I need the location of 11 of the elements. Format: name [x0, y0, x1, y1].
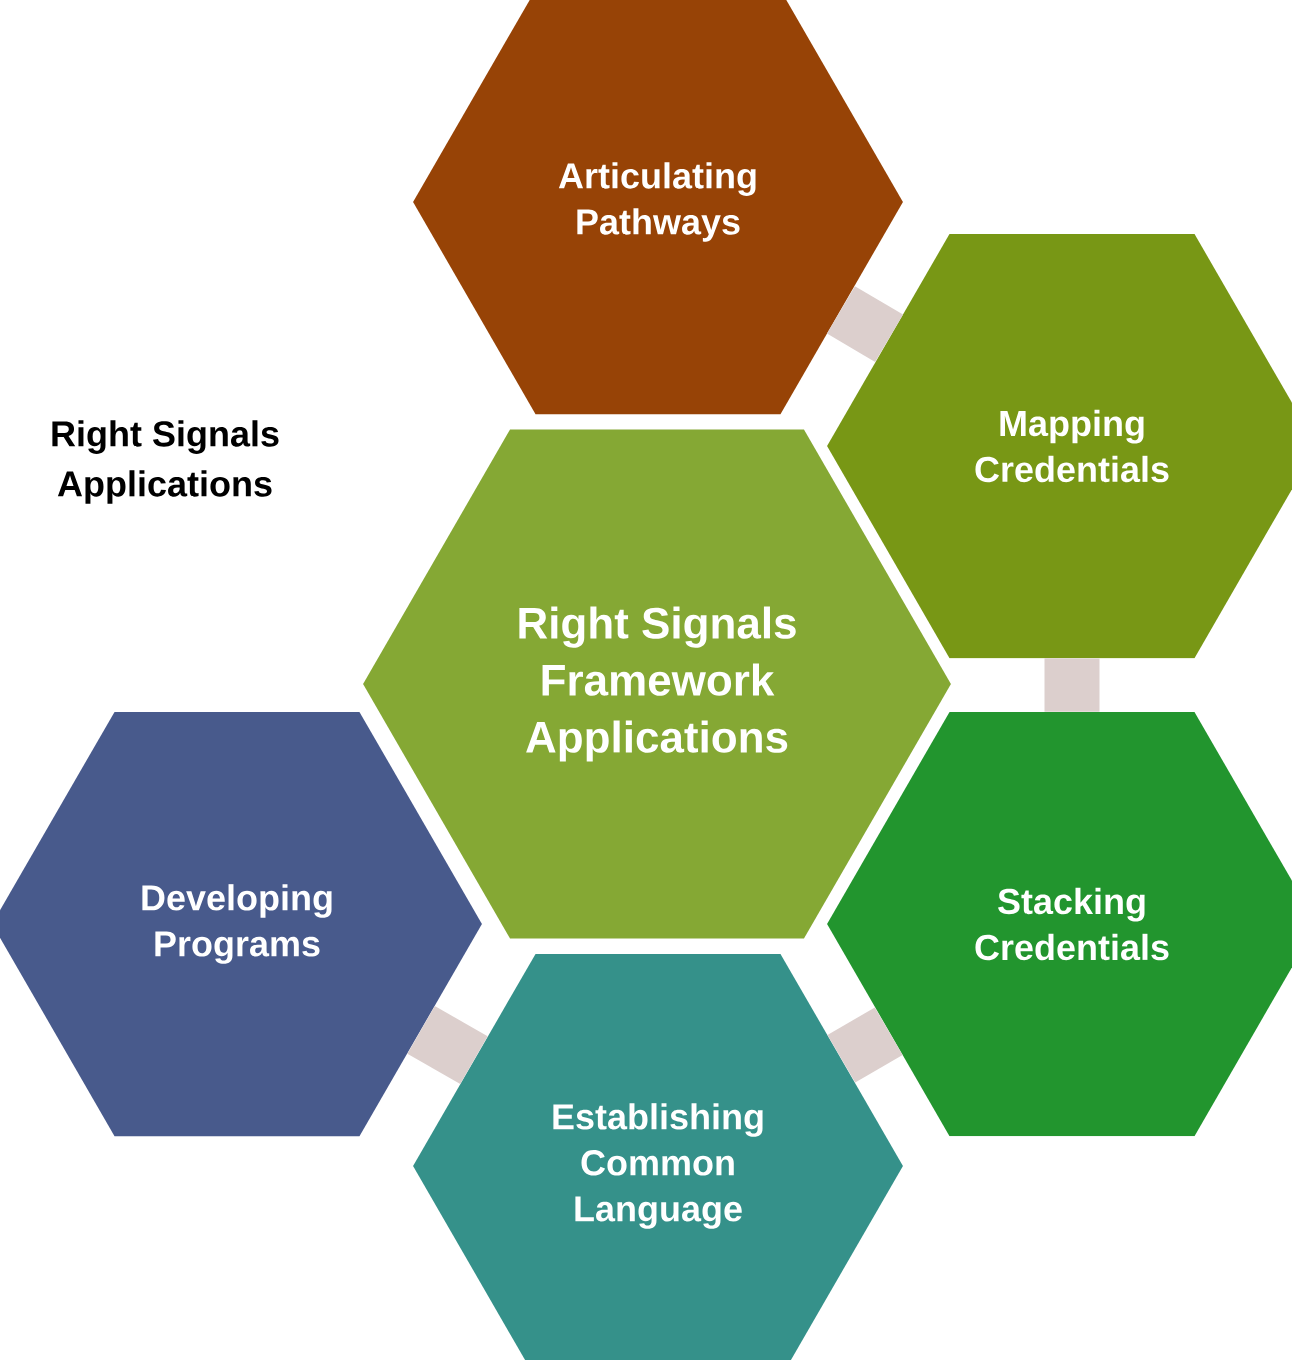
connector-band [407, 1006, 488, 1085]
side-heading: Right Signals Applications [52, 420, 279, 504]
hexagon: Establishing Common Language [413, 953, 903, 1360]
hexagon: Right Signals Framework Applications [363, 429, 951, 939]
hexagon: Mapping Credentials [827, 233, 1292, 659]
hexagon: Developing Programs [0, 711, 482, 1137]
connector-band [827, 286, 904, 362]
hexagon: Articulating Pathways [413, 0, 903, 415]
hexagon: Stacking Credentials [827, 711, 1292, 1137]
connector-band [1044, 658, 1100, 712]
connector-band [827, 1007, 903, 1083]
